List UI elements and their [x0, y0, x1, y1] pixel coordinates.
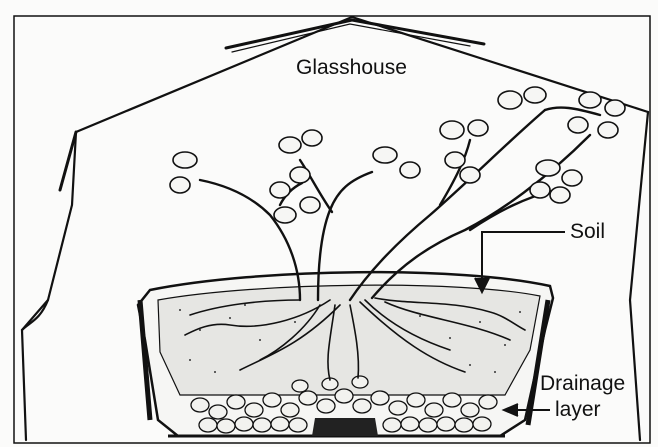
glasshouse-label: Glasshouse	[296, 57, 407, 78]
drainage-hole	[312, 418, 378, 436]
drainage-label-line2: layer	[555, 399, 601, 420]
soil-label: Soil	[570, 221, 605, 242]
tree-trunk	[200, 108, 600, 300]
soil-area	[158, 285, 540, 395]
drainage-label-line1: Drainage	[540, 373, 625, 394]
